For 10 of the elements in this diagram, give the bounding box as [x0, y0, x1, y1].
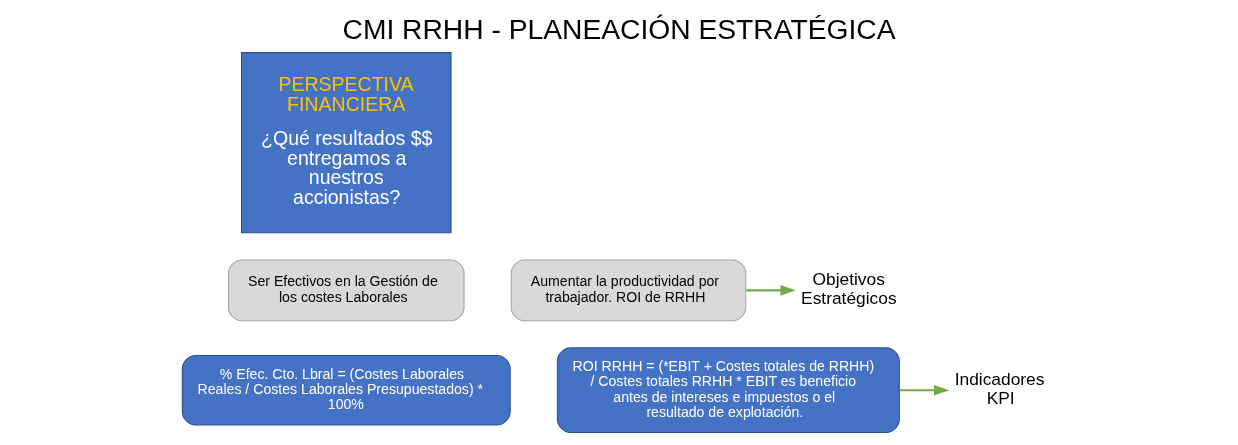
node-box: ROI RRHH = (*EBIT + Costes totales de RRHH) / Costes totales RRHH * EBIT es beneficio antes de intereses e impuestos o el resultado de explotación.: [556, 347, 900, 434]
node-box: PERSPECTIVA FINANCIERA ¿Qué resultados $$ entregamos a nuestros accionistas?: [240, 52, 452, 234]
node-box: Ser Efectivos en la Gestión de los costes Laborales: [227, 259, 465, 322]
node-text: Objetivos Estratégicos: [801, 268, 897, 309]
node-box: Aumentar la productividad por trabajador. ROI de RRHH: [510, 259, 747, 322]
arrow: [899, 384, 950, 396]
diagram-title: CMI RRHH - PLANEACIÓN ESTRATÉGICA: [342, 13, 896, 46]
node-box: % Efec. Cto. Lbral = (Costes Laborales Reales / Costes Laborales Presupuestados) * 100%: [181, 354, 511, 426]
arrow: [746, 285, 796, 296]
node-text: Indicadores KPI: [954, 368, 1045, 409]
